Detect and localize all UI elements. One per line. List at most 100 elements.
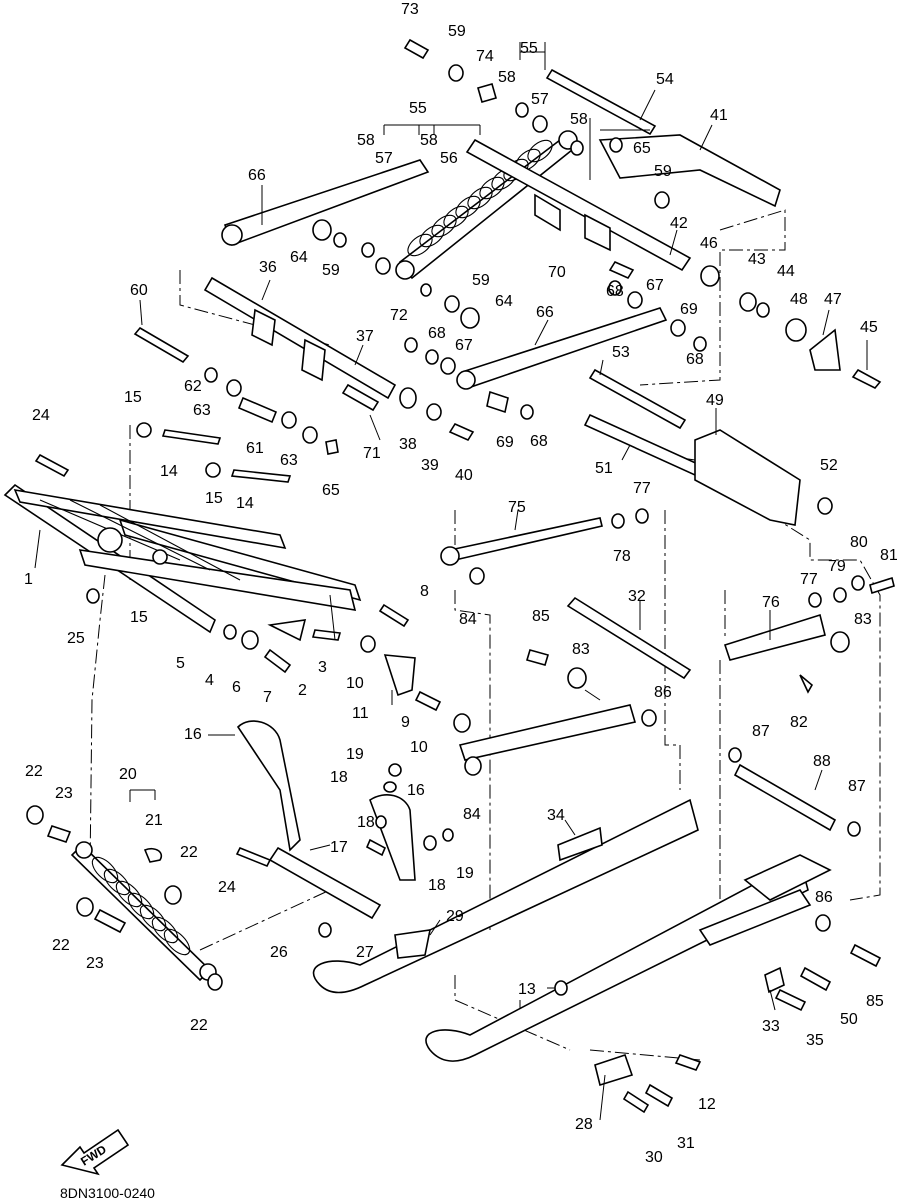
callout-label: 65 <box>633 140 651 157</box>
callout-label: 22 <box>190 1017 208 1034</box>
callout-label: 73 <box>401 1 419 18</box>
callout-label: 24 <box>218 879 236 896</box>
callout-label: 72 <box>390 307 408 324</box>
callout-label: 80 <box>850 534 868 551</box>
callout-label: 34 <box>547 807 565 824</box>
callout-label: 3 <box>318 659 327 676</box>
callout-label: 21 <box>145 812 163 829</box>
callout-label: 59 <box>654 163 672 180</box>
callout-label: 69 <box>680 301 698 318</box>
callout-label: 16 <box>184 726 202 743</box>
callout-label: 53 <box>612 344 630 361</box>
callout-label: 54 <box>656 71 674 88</box>
callout-label: 52 <box>820 457 838 474</box>
callout-label: 25 <box>67 630 85 647</box>
callout-label: 5 <box>176 655 185 672</box>
callout-label: 88 <box>813 753 831 770</box>
callout-label: 40 <box>455 467 473 484</box>
callout-label: 19 <box>456 865 474 882</box>
callout-label: 13 <box>518 981 536 998</box>
callout-label: 83 <box>854 611 872 628</box>
callout-label: 58 <box>570 111 588 128</box>
callout-label: 44 <box>777 263 795 280</box>
front-shock-absorber <box>70 841 217 982</box>
callout-label: 18 <box>330 769 348 786</box>
callout-label: 62 <box>184 378 202 395</box>
callout-label: 39 <box>421 457 439 474</box>
callout-label: 59 <box>448 23 466 40</box>
callout-label: 70 <box>548 264 566 281</box>
rear-arms <box>203 68 837 832</box>
callout-label: 37 <box>356 328 374 345</box>
callout-label: 76 <box>762 594 780 611</box>
callout-label: 4 <box>205 672 214 689</box>
callout-label: 67 <box>455 337 473 354</box>
callout-label: 66 <box>536 304 554 321</box>
callout-label: 58 <box>420 132 438 149</box>
callout-label: 17 <box>330 839 348 856</box>
small-parts <box>26 38 895 1114</box>
callout-label: 15 <box>130 609 148 626</box>
forward-direction-arrow: FWD <box>60 1128 130 1176</box>
callout-label: 50 <box>840 1011 858 1028</box>
callout-label: 22 <box>52 937 70 954</box>
callout-label: 85 <box>532 608 550 625</box>
callout-label: 59 <box>472 272 490 289</box>
callout-label: 15 <box>124 389 142 406</box>
callout-label: 11 <box>352 705 369 722</box>
callout-label: 9 <box>401 714 410 731</box>
callout-label: 86 <box>815 889 833 906</box>
callout-label: 59 <box>322 262 340 279</box>
callout-label: 49 <box>706 392 724 409</box>
callout-label: 23 <box>55 785 73 802</box>
callout-label: 45 <box>860 319 878 336</box>
callout-label: 79 <box>828 558 846 575</box>
callout-label: 87 <box>848 778 866 795</box>
callout-label: 24 <box>32 407 50 424</box>
callout-label: 68 <box>530 433 548 450</box>
callout-label: 69 <box>496 434 514 451</box>
callout-label: 77 <box>800 571 818 588</box>
callout-label: 35 <box>806 1032 824 1049</box>
callout-label: 19 <box>346 746 364 763</box>
callout-label: 20 <box>119 766 137 783</box>
callout-label: 12 <box>698 1096 716 1113</box>
callout-label: 18 <box>428 877 446 894</box>
callout-label: 10 <box>410 739 428 756</box>
callout-label: 82 <box>790 714 808 731</box>
callout-label: 43 <box>748 251 766 268</box>
callout-label: 57 <box>531 91 549 108</box>
callout-label: 75 <box>508 499 526 516</box>
callout-label: 64 <box>495 293 513 310</box>
callout-label: 31 <box>677 1135 695 1152</box>
callout-label: 36 <box>259 259 277 276</box>
callout-label: 22 <box>180 844 198 861</box>
callout-label: 66 <box>248 167 266 184</box>
callout-label: 84 <box>463 806 481 823</box>
callout-label: 38 <box>399 436 417 453</box>
callout-label: 58 <box>498 69 516 86</box>
callout-label: 83 <box>572 641 590 658</box>
callout-label: 55 <box>520 40 538 57</box>
callout-label: 87 <box>752 723 770 740</box>
callout-label: 29 <box>446 908 464 925</box>
callout-label: 63 <box>193 402 211 419</box>
callout-label: 68 <box>606 283 624 300</box>
callout-label: 58 <box>357 132 375 149</box>
callout-label: 68 <box>686 351 704 368</box>
callout-label: 61 <box>246 440 264 457</box>
callout-label: 33 <box>762 1018 780 1035</box>
callout-label: 7 <box>263 689 272 706</box>
callout-label: 16 <box>407 782 425 799</box>
callout-label: 18 <box>357 814 375 831</box>
callout-label: 57 <box>375 150 393 167</box>
callout-label: 1 <box>24 571 33 588</box>
callout-label: 30 <box>645 1149 663 1166</box>
callout-labels: 73 59 74 55 58 57 54 41 58 65 59 42 46 5… <box>24 1 898 1166</box>
callout-label: 47 <box>824 291 842 308</box>
assembly-guide-lines <box>89 209 881 1061</box>
callout-label: 14 <box>160 463 178 480</box>
callout-label: 15 <box>205 490 223 507</box>
front-arm-frame <box>3 483 362 634</box>
